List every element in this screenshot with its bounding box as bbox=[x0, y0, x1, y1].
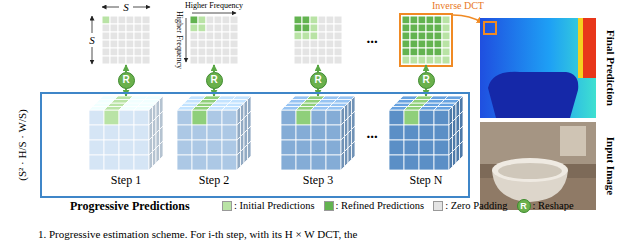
dimension-label: S bbox=[89, 35, 95, 46]
highlight-frame bbox=[400, 14, 452, 66]
step-label: Step 2 bbox=[199, 173, 229, 187]
prediction-panel: Progressive PredictionsStep 1Step 2Step … bbox=[40, 92, 470, 198]
idct-arrow bbox=[453, 15, 483, 23]
feature-cube: Step 2 bbox=[177, 96, 251, 188]
legend-item: : Initial Predictions bbox=[222, 199, 315, 213]
reshape-arrow bbox=[425, 65, 427, 72]
reshape-symbol: R bbox=[206, 72, 223, 89]
legend-symbol: R bbox=[517, 199, 531, 213]
step-label: Step 3 bbox=[303, 173, 333, 187]
legend-item: : Refined Predictions bbox=[324, 199, 425, 213]
image-label: Final Prediction bbox=[605, 30, 616, 106]
depth-map bbox=[480, 18, 596, 118]
input-photo bbox=[480, 122, 596, 210]
legend-item: R: Reshape bbox=[517, 199, 574, 213]
step-label: Step N bbox=[410, 173, 443, 187]
dimension-label: S bbox=[123, 2, 129, 13]
cube-figure bbox=[177, 96, 251, 170]
figure-caption: 1. Progressive estimation scheme. For i-… bbox=[38, 228, 357, 241]
step-label: Step 1 bbox=[111, 173, 141, 187]
reshape-letter: R bbox=[422, 75, 429, 85]
feature-cube: Step N bbox=[389, 96, 463, 188]
operation-label: Inverse DCT bbox=[432, 1, 484, 11]
legend-swatch bbox=[324, 201, 334, 211]
shape-label: (S² · H/S · W/S) bbox=[17, 109, 28, 181]
legend-swatch bbox=[433, 201, 443, 211]
dimension-arrow bbox=[92, 7, 150, 64]
feature-cube: Step 3 bbox=[281, 96, 355, 188]
legend-text: : Reshape bbox=[533, 199, 574, 213]
legend-text: : Refined Predictions bbox=[336, 199, 425, 213]
frequency-arrow bbox=[186, 13, 236, 62]
reshape-symbol: R bbox=[310, 72, 327, 89]
legend-text: : Zero Padding bbox=[445, 199, 507, 213]
coefficient-grid bbox=[102, 16, 150, 64]
cube-figure bbox=[389, 96, 463, 170]
reshape-arrow bbox=[317, 65, 319, 72]
reshape-symbol: R bbox=[418, 72, 435, 89]
coefficient-grid bbox=[402, 16, 450, 64]
reshape-arrow bbox=[213, 65, 215, 72]
reshape-letter: R bbox=[210, 75, 217, 85]
legend: : Initial Predictions : Refined Predictio… bbox=[222, 199, 574, 213]
feature-cube: Step 1 bbox=[89, 96, 163, 188]
reshape-arrow bbox=[125, 65, 127, 72]
legend-text: : Initial Predictions bbox=[234, 199, 315, 213]
cube-figure bbox=[89, 96, 163, 170]
ellipsis: ... bbox=[366, 126, 377, 141]
legend-swatch bbox=[222, 201, 232, 211]
ellipsis: ... bbox=[366, 31, 377, 46]
image-label: Input Image bbox=[605, 137, 616, 195]
axis-label: Higher Frequency bbox=[175, 11, 183, 69]
legend-item: : Zero Padding bbox=[433, 199, 507, 213]
coefficient-grid bbox=[190, 16, 238, 64]
panel-heading: Progressive Predictions bbox=[70, 199, 190, 213]
reshape-symbol: R bbox=[118, 72, 135, 89]
cube-figure bbox=[281, 96, 355, 170]
axis-label: Higher Frequency bbox=[185, 2, 243, 10]
coefficient-grid bbox=[294, 16, 342, 64]
reshape-letter: R bbox=[314, 75, 321, 85]
reshape-letter: R bbox=[122, 75, 129, 85]
